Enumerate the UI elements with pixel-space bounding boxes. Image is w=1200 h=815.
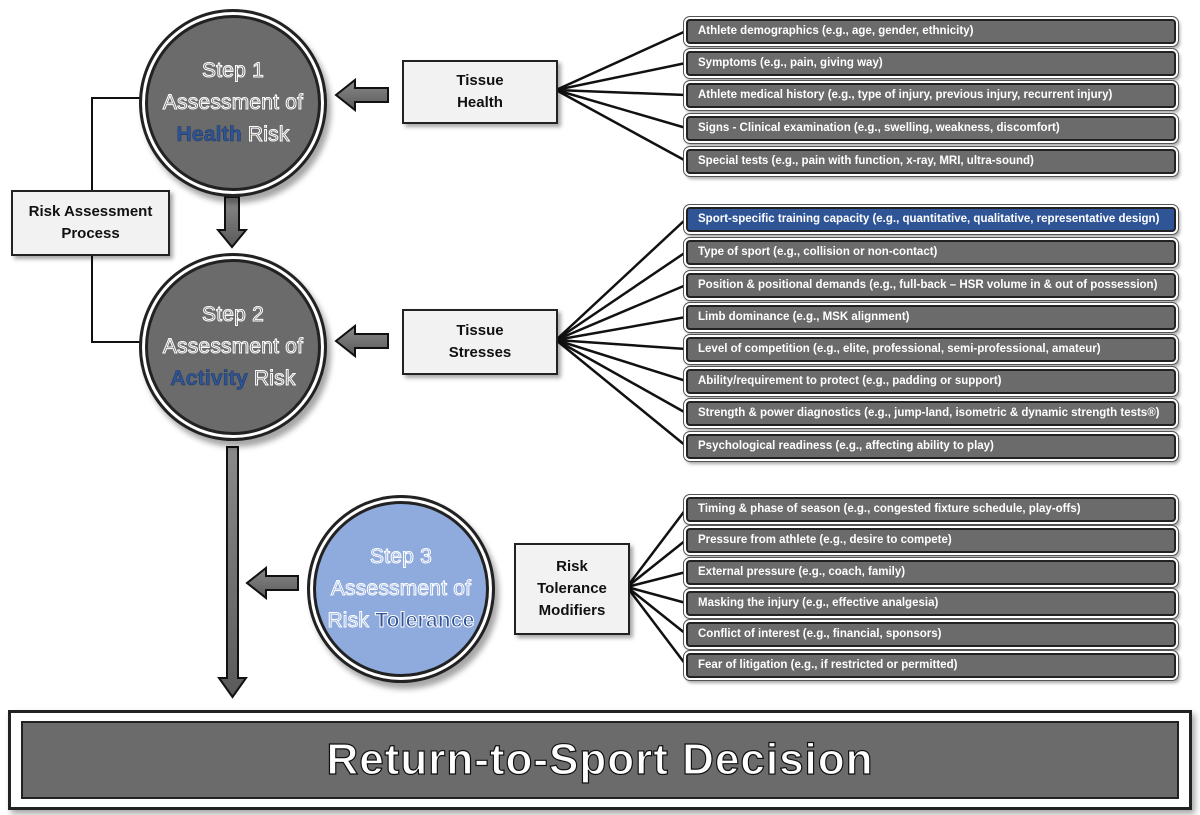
stress-item-psychological-readiness: Psychological readiness (e.g., affecting… [686, 434, 1176, 459]
arrow-left-icon [245, 565, 299, 601]
stress-item-strength-power: Strength & power diagnostics (e.g., jump… [686, 401, 1176, 426]
arrow-down-icon [215, 196, 249, 249]
tolerance-fan-lines [626, 508, 687, 666]
stress-item-type-of-sport: Type of sport (e.g., collision or non-co… [686, 240, 1176, 265]
arrow-left-icon [334, 77, 389, 113]
health-fan-lines [555, 29, 687, 163]
tissue-stresses-line-1: Tissue [456, 322, 504, 339]
step-3-subtitle: Assessment of [330, 577, 472, 601]
arrow-left-icon [334, 323, 389, 359]
step-1-keyword: Health [176, 123, 242, 147]
step-1-rest: Risk [241, 123, 290, 147]
arrow-down-icon [217, 446, 248, 699]
step-3-keyword: Tolerance [375, 609, 475, 633]
return-to-sport-decision-banner: Return-to-Sport Decision [8, 710, 1192, 810]
process-label-line-1: Risk Assessment [28, 203, 153, 220]
tolerance-item-external-pressure: External pressure (e.g., coach, family) [686, 560, 1176, 585]
health-item-demographics: Athlete demographics (e.g., age, gender,… [686, 19, 1176, 44]
stress-item-level-of-competition: Level of competition (e.g., elite, profe… [686, 337, 1176, 362]
step-2-circle: Step 2 Assessment of Activity Risk [145, 259, 321, 435]
step-3-risk: Risk Tolerance [327, 605, 475, 637]
health-item-medical-history: Athlete medical history (e.g., type of i… [686, 83, 1176, 108]
step-1-circle: Step 1 Assessment of Health Risk [145, 15, 321, 191]
health-item-symptoms: Symptoms (e.g., pain, giving way) [686, 51, 1176, 76]
risk-tolerance-line-3: Modifiers [538, 602, 606, 619]
decision-panel: Return-to-Sport Decision [21, 721, 1179, 799]
step-3-circle: Step 3 Assessment of Risk Tolerance [313, 501, 489, 677]
tissue-health-line-1: Tissue [456, 72, 504, 89]
stress-item-limb-dominance: Limb dominance (e.g., MSK alignment) [686, 305, 1176, 330]
risk-tolerance-line-2: Tolerance [537, 580, 607, 597]
tissue-health-box: Tissue Health [402, 60, 558, 124]
step-3-title: Step 3 [370, 545, 433, 569]
step-1-risk: Health Risk [176, 119, 290, 151]
step-1-title: Step 1 [202, 59, 265, 83]
risk-assessment-process-box: Risk Assessment Process [11, 190, 170, 256]
decision-title: Return-to-Sport Decision [326, 734, 874, 784]
risk-tolerance-line-1: Risk [556, 558, 588, 575]
step-3-pre: Risk [327, 609, 376, 633]
stress-item-position: Position & positional demands (e.g., ful… [686, 273, 1176, 298]
stress-item-protection: Ability/requirement to protect (e.g., pa… [686, 369, 1176, 394]
step-2-title: Step 2 [202, 303, 265, 327]
health-item-signs: Signs - Clinical examination (e.g., swel… [686, 116, 1176, 141]
tolerance-item-masking: Masking the injury (e.g., effective anal… [686, 591, 1176, 616]
tissue-stresses-box: Tissue Stresses [402, 309, 558, 375]
tissue-stresses-line-2: Stresses [448, 344, 512, 361]
stress-fan-lines [555, 218, 687, 447]
step-1-subtitle: Assessment of [162, 91, 304, 115]
tolerance-item-timing: Timing & phase of season (e.g., congeste… [686, 497, 1176, 522]
tolerance-item-litigation: Fear of litigation (e.g., if restricted … [686, 653, 1176, 678]
stress-item-training-capacity: Sport-specific training capacity (e.g., … [686, 207, 1176, 232]
step-2-risk: Activity Risk [170, 363, 296, 395]
step-2-rest: Risk [247, 367, 296, 391]
tolerance-item-athlete-pressure: Pressure from athlete (e.g., desire to c… [686, 528, 1176, 553]
risk-tolerance-modifiers-box: Risk Tolerance Modifiers [514, 543, 630, 635]
tissue-health-line-2: Health [457, 94, 503, 111]
step-2-subtitle: Assessment of [162, 335, 304, 359]
tolerance-item-conflict: Conflict of interest (e.g., financial, s… [686, 622, 1176, 647]
process-label-line-2: Process [61, 225, 120, 242]
step-2-keyword: Activity [170, 367, 248, 391]
health-item-special-tests: Special tests (e.g., pain with function,… [686, 149, 1176, 174]
